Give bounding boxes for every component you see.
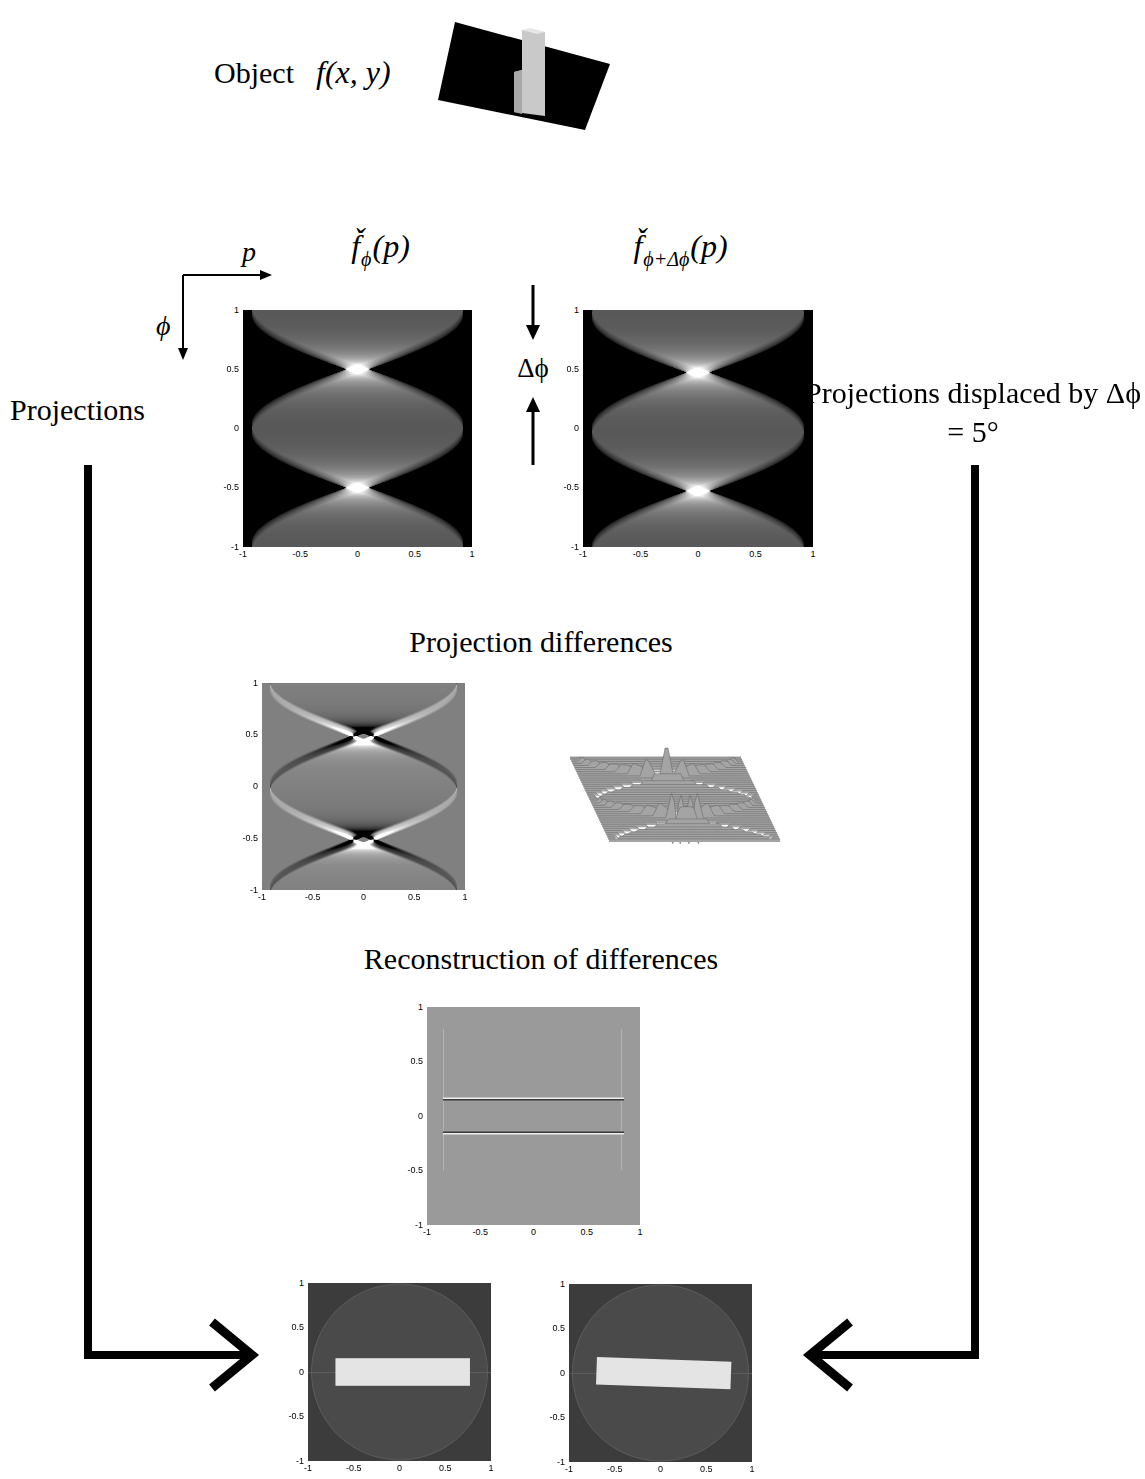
axis-tick-label: 0.5	[410, 1057, 423, 1066]
axis-tick-label: 0	[574, 424, 579, 433]
subscript-label: ϕ+Δϕ	[643, 249, 689, 269]
axis-label: ϕ	[156, 312, 171, 340]
axis-tick-label: 0	[695, 550, 700, 559]
sinogram-image	[243, 310, 472, 547]
axis-tick-label: -0.5	[346, 1464, 362, 1473]
projection-heading: (p)	[690, 230, 727, 262]
axis-tick-label: 1	[749, 1465, 754, 1474]
axis-tick-label: 0.5	[700, 1465, 713, 1474]
axis-tick-label: 0.5	[552, 1324, 565, 1333]
axis-tick-label: -1	[296, 1457, 304, 1466]
axis-tick-label: 1	[574, 306, 579, 315]
projection-heading: (p)	[372, 230, 409, 262]
axis-tick-label: 0.5	[580, 1228, 593, 1237]
axis-tick-label: 1	[299, 1279, 304, 1288]
axis-tick-label: 0.5	[408, 893, 421, 902]
flow-arrows	[88, 465, 975, 1388]
axis-tick-label: -1	[250, 886, 258, 895]
axis-tick-label: 0.5	[749, 550, 762, 559]
side-label: Projections displaced by Δϕ = 5°	[805, 373, 1141, 451]
section-heading: Projection differences	[409, 627, 673, 657]
axis-tick-label: 0.5	[291, 1323, 304, 1332]
reconstruction-image	[308, 1283, 491, 1461]
axis-tick-label: 1	[462, 893, 467, 902]
axis-tick-label: -1	[304, 1464, 312, 1473]
axis-tick-label: 0	[299, 1368, 304, 1377]
reconstruction-image	[569, 1284, 752, 1462]
axis-label: p	[242, 238, 256, 266]
axis-tick-label: -0.5	[563, 483, 579, 492]
axis-tick-label: -1	[557, 1458, 565, 1467]
axis-tick-label: -0.5	[607, 1465, 623, 1474]
axis-tick-label: -0.5	[407, 1166, 423, 1175]
axis-tick-label: 0	[658, 1465, 663, 1474]
axis-tick-label: 1	[469, 550, 474, 559]
axis-tick-label: 1	[637, 1228, 642, 1237]
axis-tick-label: -1	[423, 1228, 431, 1237]
side-label: Projections	[10, 395, 145, 425]
axis-tick-label: 1	[810, 550, 815, 559]
object-label: Object	[214, 58, 294, 88]
axis-tick-label: 0	[361, 893, 366, 902]
axis-tick-label: -0.5	[288, 1412, 304, 1421]
axis-tick-label: -1	[565, 1465, 573, 1474]
subscript-label: ϕ	[361, 249, 371, 269]
axis-tick-label: -0.5	[242, 834, 258, 843]
axis-tick-label: 0.5	[566, 365, 579, 374]
axis-tick-label: -1	[239, 550, 247, 559]
axis-tick-label: 0	[234, 424, 239, 433]
axis-tick-label: 0	[253, 782, 258, 791]
object-illustration	[438, 22, 610, 130]
axis-tick-label: -1	[579, 550, 587, 559]
axis-tick-label: -1	[258, 893, 266, 902]
axis-tick-label: 0	[531, 1228, 536, 1237]
axis-tick-label: -1	[231, 543, 239, 552]
axis-tick-label: 1	[488, 1464, 493, 1473]
projection-heading: f̌	[633, 230, 642, 262]
axis-tick-label: -0.5	[223, 483, 239, 492]
axis-tick-label: 0.5	[245, 730, 258, 739]
axis-tick-label: 1	[560, 1280, 565, 1289]
difference-image	[262, 683, 465, 890]
section-heading: Reconstruction of differences	[364, 944, 718, 974]
axis-tick-label: -1	[415, 1221, 423, 1230]
axis-tick-label: -0.5	[549, 1413, 565, 1422]
axis-tick-label: -1	[571, 543, 579, 552]
sinogram-image	[583, 310, 813, 547]
difference-surface-plot	[565, 695, 790, 855]
axis-tick-label: -0.5	[633, 550, 649, 559]
axis-tick-label: -0.5	[305, 893, 321, 902]
axis-tick-label: 1	[234, 306, 239, 315]
axis-tick-label: 0	[355, 550, 360, 559]
axis-tick-label: 1	[418, 1003, 423, 1012]
axis-tick-label: 0.5	[226, 365, 239, 374]
axis-tick-label: 0	[418, 1112, 423, 1121]
axis-tick-label: 0	[397, 1464, 402, 1473]
object-function: f(x, y)	[316, 56, 391, 88]
axis-tick-label: 0.5	[439, 1464, 452, 1473]
axis-tick-label: 0	[560, 1369, 565, 1378]
angle-step-label: Δϕ	[517, 355, 549, 382]
projection-heading: f̌	[351, 230, 360, 262]
axis-tick-label: -0.5	[472, 1228, 488, 1237]
axis-tick-label: 1	[253, 679, 258, 688]
reconstruction-difference-image	[427, 1007, 640, 1225]
axis-tick-label: -0.5	[292, 550, 308, 559]
axis-tick-label: 0.5	[408, 550, 421, 559]
